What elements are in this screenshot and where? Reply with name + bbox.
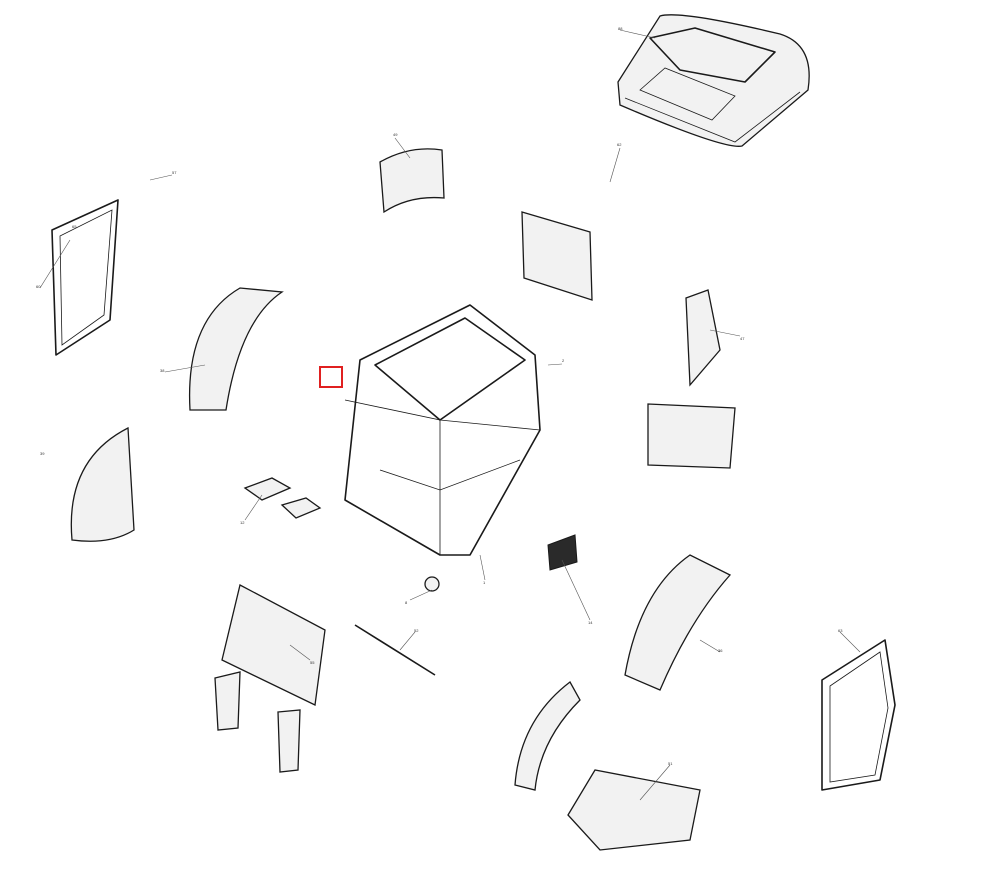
callout-cab-frame: 1 [483, 580, 486, 585]
left-door [51, 199, 119, 356]
callout-left-door-2: 65 [72, 224, 77, 229]
callout-side-glass: 47 [740, 336, 745, 341]
callout-floor-panel: 51 [668, 761, 673, 766]
grille [547, 534, 578, 571]
side-glass [647, 289, 736, 469]
callout-left-fender-2: 39 [40, 451, 45, 456]
callout-rear-window: 49 [393, 132, 398, 137]
callout-right-fender: 36 [718, 648, 723, 653]
bracket [243, 477, 440, 592]
highlight-box [319, 366, 343, 388]
callout-left-door: 60 [36, 284, 41, 289]
callout-right-door: 63 [838, 628, 843, 633]
cab-frame [344, 304, 541, 556]
callout-seal-strip: 52 [414, 628, 419, 633]
right-door [821, 639, 896, 791]
callout-lamp: 2 [562, 358, 565, 363]
callout-roof-cover: 88 [618, 26, 623, 31]
floor-panel [567, 769, 701, 851]
callout-hinge-a: 57 [172, 170, 177, 175]
callout-knob: 8 [405, 600, 408, 605]
callout-bracket: 12 [240, 520, 245, 525]
front-glass [214, 584, 326, 773]
callout-front-glass: 55 [310, 660, 315, 665]
right-fender [514, 554, 732, 791]
leader-lines [39, 29, 861, 801]
callout-left-fender: 38 [160, 368, 165, 373]
callout-hinge-b: 62 [617, 142, 622, 147]
rear-window [379, 148, 593, 301]
callout-grille: 14 [588, 620, 593, 625]
callout-labels: 88 49 60 65 38 39 1 63 36 51 55 47 57 62… [36, 26, 843, 766]
seal-strip [354, 624, 436, 676]
roof-cover [617, 14, 810, 147]
left-fender [70, 287, 284, 542]
